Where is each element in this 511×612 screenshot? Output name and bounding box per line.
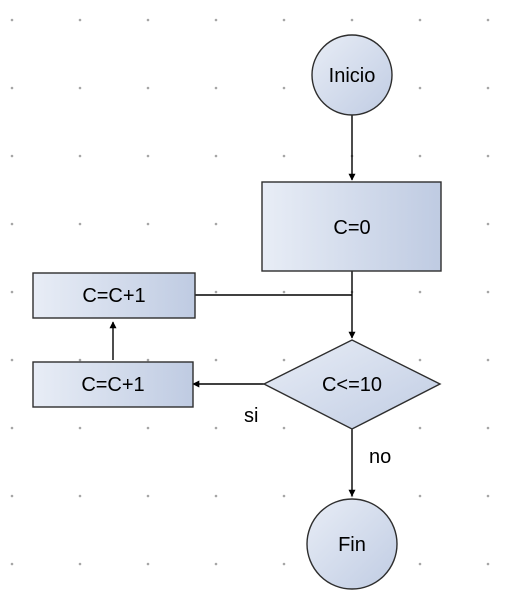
node-condition: C<=10: [262, 339, 442, 430]
grid-dot: [214, 154, 218, 158]
grid-dot: [146, 494, 150, 498]
grid-dot: [486, 290, 490, 294]
grid-dot: [10, 86, 14, 90]
grid-dot: [350, 18, 354, 22]
grid-dot: [486, 562, 490, 566]
grid-dot: [214, 494, 218, 498]
grid-dot: [418, 562, 422, 566]
grid-dot: [418, 358, 422, 362]
grid-dot: [10, 562, 14, 566]
node-end: Fin: [306, 498, 398, 590]
node-init: C=0: [261, 181, 442, 272]
grid-dot: [418, 494, 422, 498]
node-increment-bottom-label: C=C+1: [81, 374, 144, 396]
grid-dot: [10, 358, 14, 362]
grid-dot: [214, 86, 218, 90]
grid-dot: [486, 358, 490, 362]
node-increment-top: C=C+1: [32, 272, 196, 319]
grid-dot: [282, 154, 286, 158]
node-start-label: Inicio: [329, 65, 376, 87]
grid-dot: [282, 290, 286, 294]
edge-no-label: no: [369, 446, 391, 468]
grid-dot: [10, 154, 14, 158]
grid-dot: [486, 426, 490, 430]
grid-dot: [214, 562, 218, 566]
grid-dot: [78, 18, 82, 22]
grid-dot: [10, 18, 14, 22]
grid-dot: [282, 562, 286, 566]
grid-dot: [486, 86, 490, 90]
grid-dot: [214, 18, 218, 22]
grid-dot: [146, 358, 150, 362]
grid-dot: [78, 154, 82, 158]
grid-dot: [78, 426, 82, 430]
grid-dot: [282, 358, 286, 362]
grid-dot: [146, 222, 150, 226]
node-end-label: Fin: [338, 534, 366, 556]
grid-dot: [10, 426, 14, 430]
node-increment-bottom: C=C+1: [32, 361, 194, 408]
grid-dot: [418, 154, 422, 158]
grid-dot: [214, 358, 218, 362]
grid-dot: [146, 154, 150, 158]
grid-dot: [282, 86, 286, 90]
grid-dot: [486, 18, 490, 22]
grid-dot: [146, 562, 150, 566]
connectors: [109, 115, 356, 497]
grid-dot: [214, 426, 218, 430]
grid-dot: [486, 222, 490, 226]
node-condition-label: C<=10: [322, 374, 382, 396]
grid-dot: [418, 426, 422, 430]
grid-dot: [282, 494, 286, 498]
grid-dot: [146, 86, 150, 90]
node-increment-top-label: C=C+1: [82, 285, 145, 307]
grid-dot: [418, 86, 422, 90]
grid-dot: [418, 290, 422, 294]
grid-dot: [214, 290, 218, 294]
grid-dot: [486, 494, 490, 498]
grid-dot: [486, 154, 490, 158]
grid-dot: [78, 222, 82, 226]
node-start: Inicio: [311, 34, 393, 116]
grid-dot: [10, 494, 14, 498]
grid-dot: [10, 222, 14, 226]
grid-dot: [10, 290, 14, 294]
grid-dot: [282, 18, 286, 22]
grid-dot: [282, 426, 286, 430]
grid-dot: [146, 18, 150, 22]
grid-dot: [78, 494, 82, 498]
grid-dot: [418, 18, 422, 22]
grid-dot: [146, 426, 150, 430]
node-init-label: C=0: [333, 217, 370, 239]
grid-dot: [78, 562, 82, 566]
grid-dot: [78, 86, 82, 90]
grid-dot: [78, 358, 82, 362]
edge-yes-label: si: [244, 405, 258, 427]
grid-dot: [214, 222, 218, 226]
